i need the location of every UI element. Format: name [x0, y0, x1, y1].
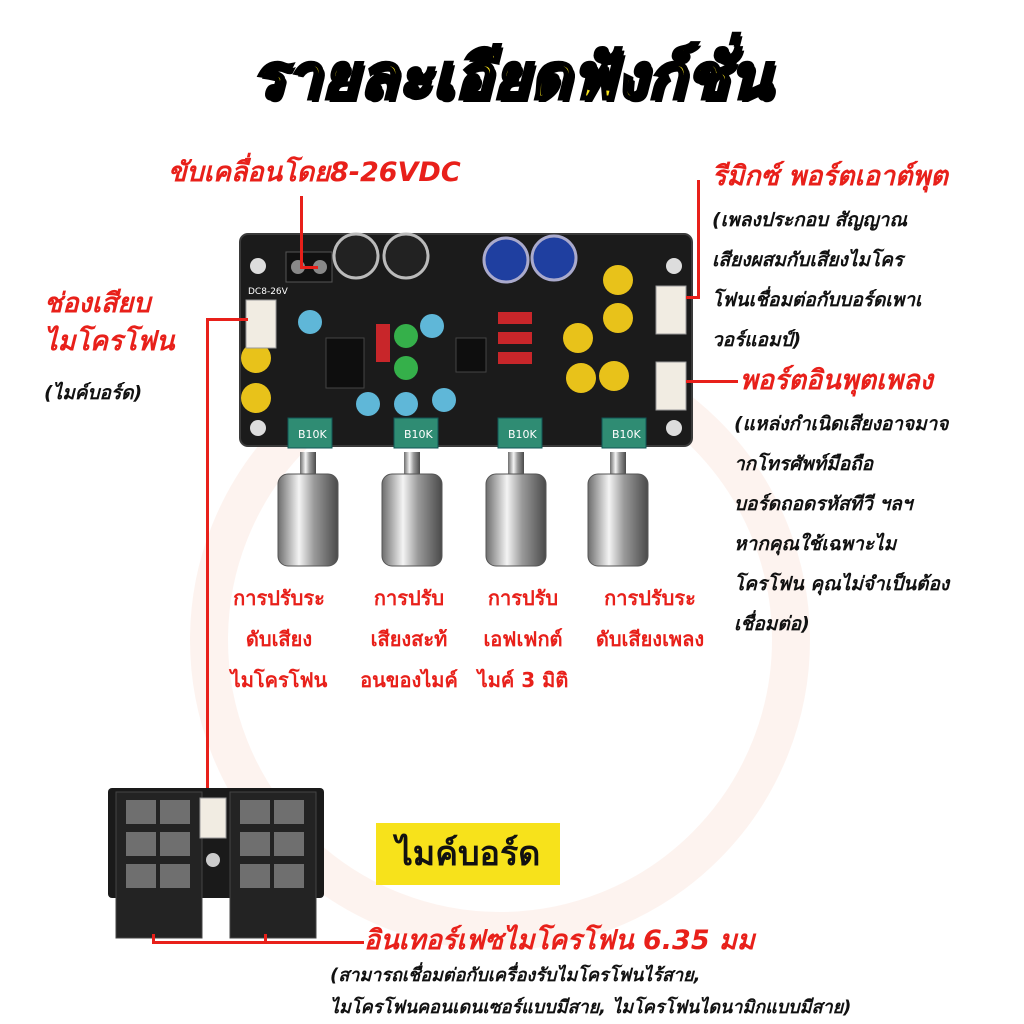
mic-socket-sublabel: (ไมค์บอร์ด) — [44, 382, 143, 404]
mic-interface-label: อินเทอร์เฟซไมโครโฟน 6.35 มม — [364, 925, 755, 956]
remix-output-connector — [655, 285, 687, 335]
mic-board-label: ไมค์บอร์ด — [376, 823, 560, 885]
music-input-label: พอร์ตอินพุตเพลง — [740, 365, 933, 396]
mic-board — [108, 788, 324, 939]
knob-label-music-volume: การปรับระ ดับเสียงเพลง — [595, 586, 705, 651]
mic-interface-desc: (สามารถเชื่อมต่อกับเครื่องรับไมโครโฟนไร้… — [330, 965, 852, 1018]
knob-mic-3d-effect — [485, 452, 547, 567]
capacitor — [241, 343, 271, 373]
mic-jack-right — [229, 791, 317, 939]
music-input-desc: (แหล่งกำเนิดเสียงอาจมาจ ากโทรศัพท์มือถือ… — [734, 413, 950, 635]
knob-label-mic-volume: การปรับระ ดับเสียง ไมโครโฟน — [230, 586, 328, 692]
mount-hole — [666, 420, 682, 436]
pot-1: B10K — [287, 417, 333, 449]
mic-jack-left — [115, 791, 203, 939]
knob-label-mic-echo: การปรับ เสียงสะท้ อนของไมค์ — [360, 586, 458, 692]
mic-connector — [245, 299, 277, 349]
power-pointer-line — [300, 196, 303, 268]
pot-value-label: B10K — [404, 428, 434, 441]
mount-hole — [206, 853, 220, 867]
knob-mic-echo — [381, 452, 443, 567]
capacitor — [482, 236, 530, 284]
knob-label-mic-3d: การปรับ เอฟเฟกต์ ไมค์ 3 มิติ — [477, 586, 569, 692]
pot-4: B10K — [601, 417, 647, 449]
mic-socket-label: ช่องเสียบ ไมโครโฟน — [44, 288, 175, 357]
remix-port-desc: (เพลงประกอบ สัญญาณ เสียงผสมกับเสียงไมโคร… — [712, 209, 922, 351]
music-input-connector — [655, 361, 687, 411]
capacitor — [332, 232, 380, 280]
remix-port-label: รีมิกซ์ พอร์ตเอาต์พุต — [712, 161, 948, 192]
mic-board-connector — [199, 797, 227, 839]
pot-value-label: B10K — [508, 428, 538, 441]
capacitor — [530, 234, 578, 282]
mount-hole — [250, 420, 266, 436]
power-label: ขับเคลื่อนโดย8-26VDC — [168, 157, 461, 188]
mic-socket-pointer-line — [206, 318, 248, 321]
pot-3: B10K — [497, 417, 543, 449]
mic-board-link-line — [206, 318, 209, 798]
capacitor — [382, 232, 430, 280]
page-title: รายละเอียดฟังก์ชั่น — [250, 39, 773, 115]
pot-value-label: B10K — [612, 428, 642, 441]
knob-row — [277, 452, 649, 567]
mic-interface-pointer-line — [152, 941, 364, 944]
remix-pointer-line — [697, 180, 700, 298]
knob-music-volume — [587, 452, 649, 567]
music-input-pointer-line — [686, 380, 738, 383]
pot-value-label: B10K — [298, 428, 328, 441]
amplifier-board: DC8-26V B10K B10K B10K B10K — [239, 232, 693, 449]
capacitor — [241, 383, 271, 413]
knob-mic-volume — [277, 452, 339, 567]
pot-2: B10K — [393, 417, 439, 449]
mount-hole — [666, 258, 682, 274]
silk-power-label: DC8-26V — [248, 287, 289, 297]
mount-hole — [250, 258, 266, 274]
